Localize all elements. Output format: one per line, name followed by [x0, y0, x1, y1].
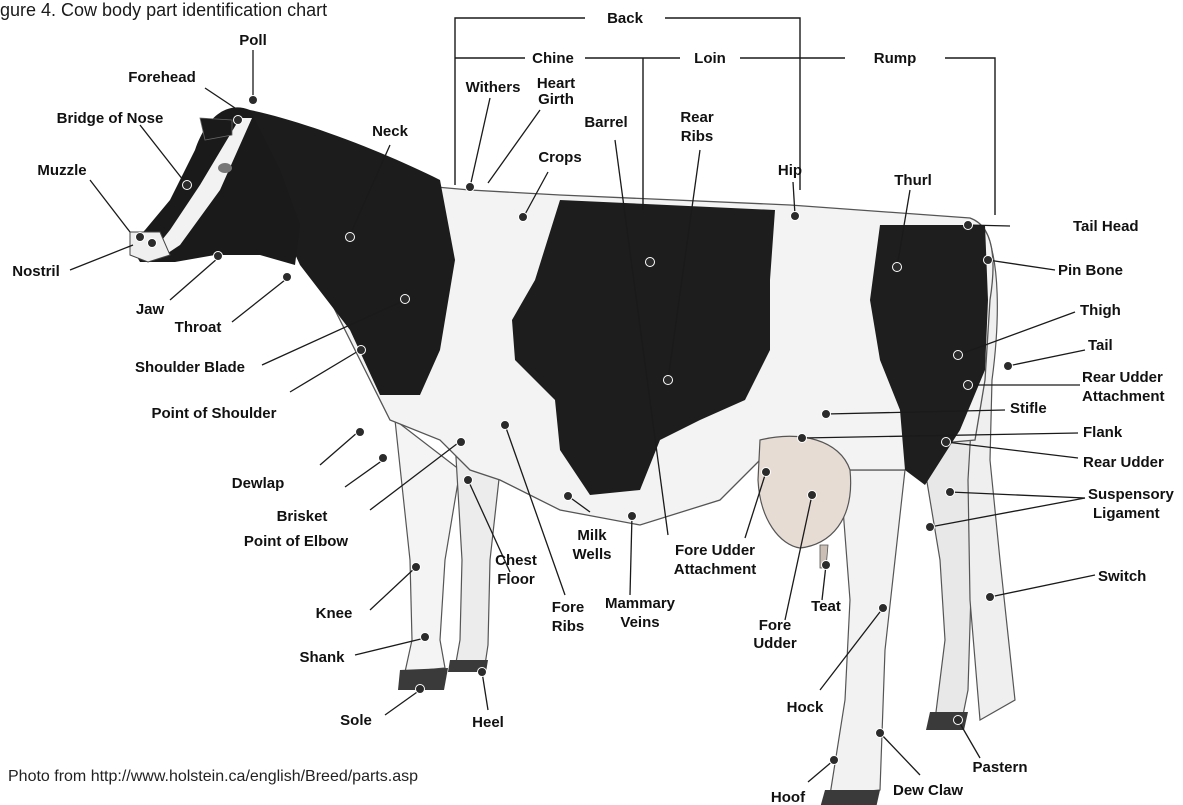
label-nostril: Nostril [12, 263, 60, 280]
hoof-rear-left [820, 790, 880, 805]
label-neck: Neck [372, 123, 409, 140]
label-heart-girth-line2: Girth [538, 91, 574, 108]
label-tail: Tail [1088, 337, 1113, 354]
label-rear-udder: Rear Udder [1083, 454, 1164, 471]
region-label-back: Back [607, 10, 644, 27]
label-crops: Crops [538, 149, 581, 166]
label-rear-udder-attachment-line2: Attachment [1082, 388, 1165, 405]
label-point-of-shoulder: Point of Shoulder [152, 405, 277, 422]
label-rear-ribs-line1: Rear [680, 109, 714, 126]
region-label-rump: Rump [874, 50, 917, 67]
label-point-of-elbow: Point of Elbow [244, 533, 348, 550]
label-teat: Teat [811, 598, 841, 615]
label-mammary-veins-line2: Veins [620, 614, 659, 631]
label-switch: Switch [1098, 568, 1146, 585]
label-hock: Hock [787, 699, 824, 716]
label-jaw: Jaw [136, 301, 165, 318]
label-hip: Hip [778, 162, 802, 179]
label-knee: Knee [316, 605, 353, 622]
label-thurl: Thurl [894, 172, 932, 189]
label-mammary-veins-line1: Mammary [605, 595, 676, 612]
label-poll: Poll [239, 32, 267, 49]
label-dewlap: Dewlap [232, 475, 285, 492]
label-fore-ribs-line2: Ribs [552, 618, 585, 635]
label-heel: Heel [472, 714, 504, 731]
label-fore-udder-attachment-line1: Fore Udder [675, 542, 755, 559]
label-heart-girth-line1: Heart [537, 75, 575, 92]
label-tail-head: Tail Head [1073, 218, 1139, 235]
label-pin-bone: Pin Bone [1058, 262, 1123, 279]
label-dew-claw: Dew Claw [893, 782, 963, 799]
label-forehead: Forehead [128, 69, 196, 86]
label-sole: Sole [340, 712, 372, 729]
region-label-chine: Chine [532, 50, 574, 67]
label-suspensory-ligament-line1: Suspensory [1088, 486, 1175, 503]
label-thigh: Thigh [1080, 302, 1121, 319]
label-rear-ribs-line2: Ribs [681, 128, 714, 145]
label-suspensory-ligament-line2: Ligament [1093, 505, 1160, 522]
eye [218, 163, 232, 173]
region-label-loin: Loin [694, 50, 726, 67]
label-stifle: Stifle [1010, 400, 1047, 417]
label-brisket: Brisket [277, 508, 328, 525]
label-shank: Shank [299, 649, 345, 666]
cow-illustration [130, 107, 1015, 805]
label-pastern: Pastern [972, 759, 1027, 776]
label-muzzle: Muzzle [37, 162, 86, 179]
label-flank: Flank [1083, 424, 1123, 441]
label-fore-ribs-line1: Fore [552, 599, 585, 616]
label-withers: Withers [466, 79, 521, 96]
label-milk-wells-line2: Wells [573, 546, 612, 563]
label-chest-floor-line2: Floor [497, 571, 535, 588]
label-rear-udder-attachment-line1: Rear Udder [1082, 369, 1163, 386]
label-fore-udder-line2: Udder [753, 635, 797, 652]
label-bridge-of-nose: Bridge of Nose [57, 110, 164, 127]
label-shoulder-blade: Shoulder Blade [135, 359, 245, 376]
label-hoof: Hoof [771, 789, 806, 805]
label-throat: Throat [175, 319, 222, 336]
label-fore-udder-line1: Fore [759, 617, 792, 634]
label-fore-udder-attachment-line2: Attachment [674, 561, 757, 578]
label-milk-wells-line1: Milk [577, 527, 607, 544]
label-barrel: Barrel [584, 114, 627, 131]
label-chest-floor-line1: Chest [495, 552, 537, 569]
